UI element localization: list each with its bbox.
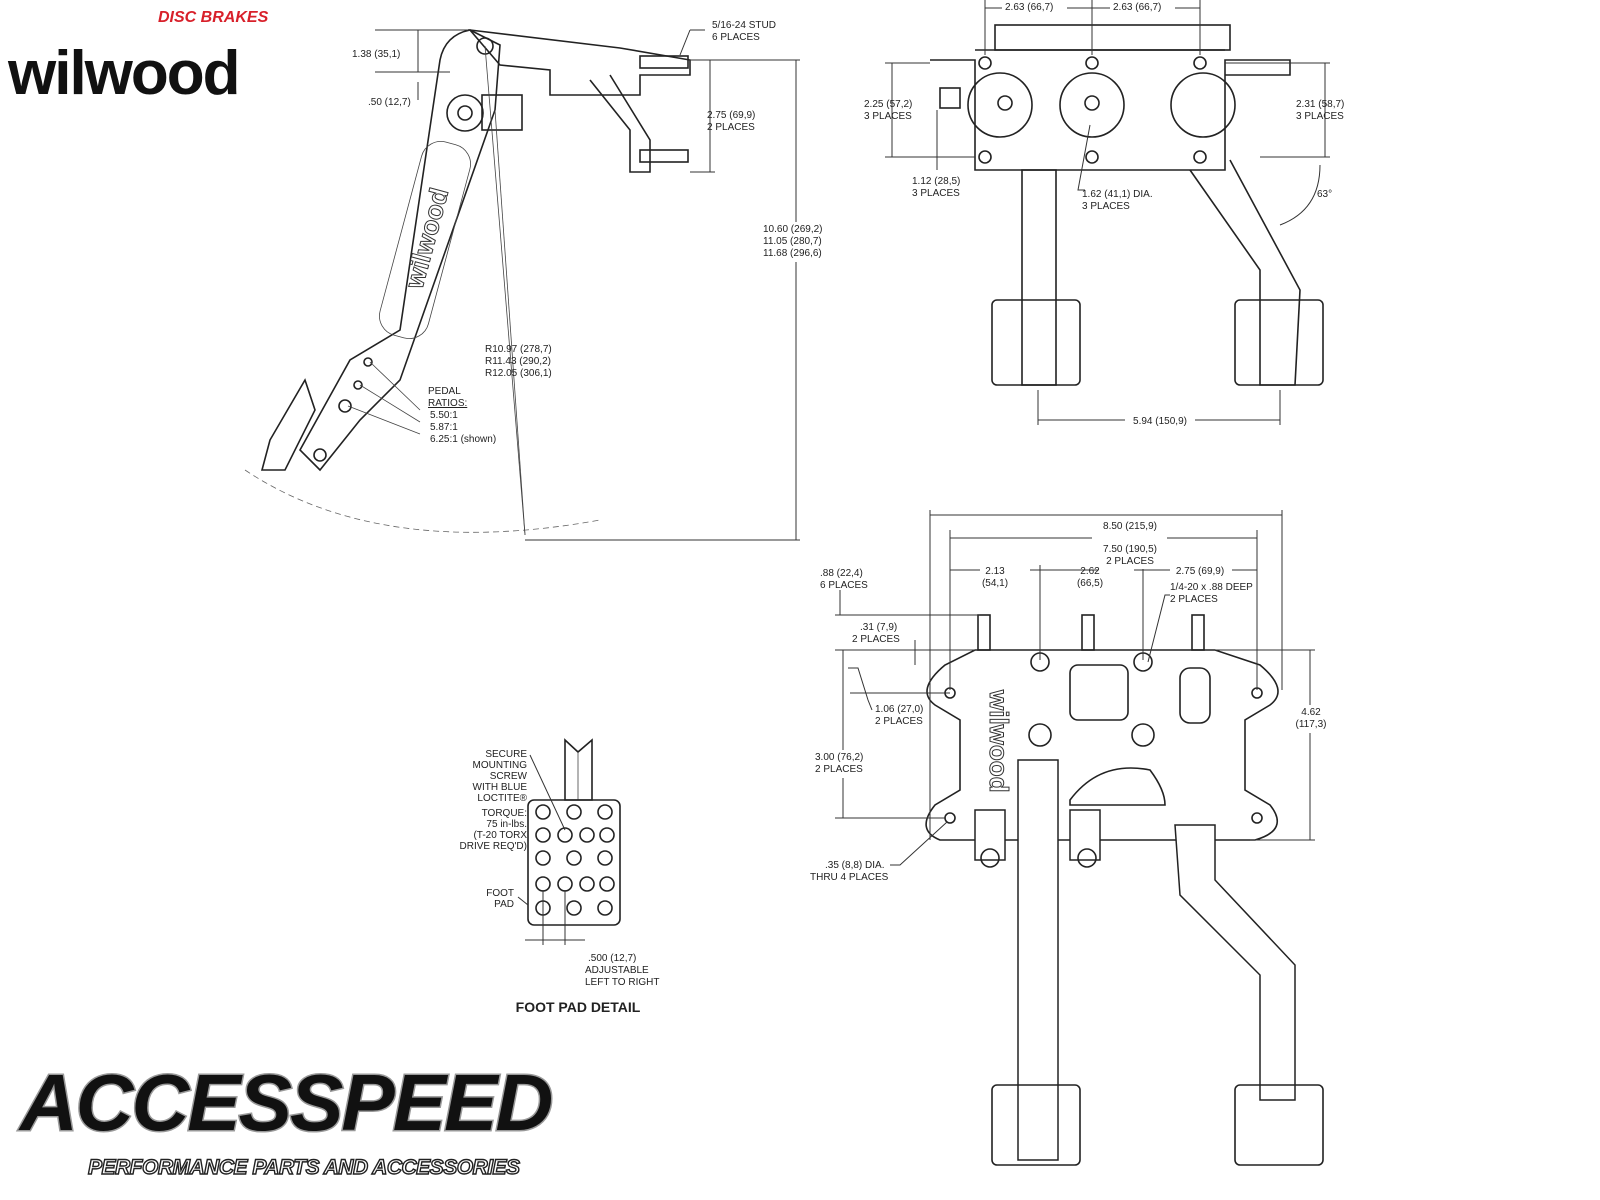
front-spacing-right: 2.63 (66,7): [1113, 2, 1161, 13]
stud-places: 6 PLACES: [712, 32, 760, 43]
side-view: wilwood 5/16-24 STUD 6 PLACES 1.38 (35,1…: [244, 20, 830, 541]
hole-width: 7.50 (190,5): [1103, 544, 1157, 555]
ratio-1: 5.50:1: [430, 410, 458, 421]
plate-wordmark: wilwood: [984, 689, 1014, 793]
screw-note-3: SCREW: [490, 771, 528, 782]
front-spacing-left: 2.63 (66,7): [1005, 2, 1053, 13]
wilwood-logo: DISC BRAKES wilwood: [7, 9, 269, 108]
dim-2-75: 2.75 (69,9): [707, 110, 755, 121]
height-3: 11.68 (296,6): [763, 248, 822, 259]
radius-1: R10.97 (278,7): [485, 344, 552, 355]
dim-1-06: 1.06 (27,0): [875, 704, 923, 715]
front-left-height-places: 3 PLACES: [864, 111, 912, 122]
front-right-height-places: 3 PLACES: [1296, 111, 1344, 122]
dim-0-31-places: 2 PLACES: [852, 634, 900, 645]
dim-2-13: 2.13: [985, 566, 1005, 577]
height-2: 11.05 (280,7): [763, 236, 822, 247]
screw-note-5: LOCTITE®: [477, 793, 527, 804]
front-bore: 1.62 (41,1) DIA.: [1082, 189, 1153, 200]
dim-3-00-places: 2 PLACES: [815, 764, 863, 775]
foot-pad-label-2: PAD: [494, 899, 514, 910]
radius-3: R12.05 (306,1): [485, 368, 552, 379]
dim-0-31: .31 (7,9): [860, 622, 897, 633]
torque-note-1: TORQUE:: [482, 808, 527, 819]
dealer-wordmark: ACCESSPEED: [18, 1058, 551, 1147]
stud-label: 5/16-24 STUD: [712, 20, 776, 31]
torque-note-2: 75 in-lbs.: [486, 819, 527, 830]
pedal-ratios-title: PEDAL: [428, 386, 461, 397]
logo-tagline: DISC BRAKES: [158, 9, 269, 26]
hole-width-places: 2 PLACES: [1106, 556, 1154, 567]
thread-note: 1/4-20 x .88 DEEP: [1170, 582, 1253, 593]
height-1: 10.60 (269,2): [763, 224, 823, 235]
dim-2-75-places: 2 PLACES: [707, 122, 755, 133]
radius-2: R11.43 (290,2): [485, 356, 551, 367]
arm-wordmark: wilwood: [399, 185, 455, 293]
dim-1-06-places: 2 PLACES: [875, 716, 923, 727]
pedal-ratios-title-2: RATIOS:: [428, 398, 467, 409]
dim-2-62: 2.62: [1080, 566, 1100, 577]
dim-2-13-mm: (54,1): [982, 578, 1008, 589]
dim-0-50: .50 (12,7): [368, 97, 411, 108]
logo-wordmark: wilwood: [7, 39, 239, 108]
depth: 4.62: [1301, 707, 1321, 718]
stud-length: .88 (22,4): [820, 568, 863, 579]
dealer-tagline: PERFORMANCE PARTS AND ACCESSORIES: [88, 1156, 520, 1179]
front-view: 2.63 (66,7) 2.63 (66,7) 2.25 (57,2) 3 PL…: [864, 0, 1344, 427]
foot-pad-label-1: FOOT: [486, 888, 514, 899]
front-offset-places: 3 PLACES: [912, 188, 960, 199]
dim-3-00: 3.00 (76,2): [815, 752, 863, 763]
front-angle: 63°: [1317, 189, 1332, 200]
front-bore-places: 3 PLACES: [1082, 201, 1130, 212]
front-right-height: 2.31 (58,7): [1296, 99, 1344, 110]
adjust-dim: .500 (12,7): [588, 953, 636, 964]
mount-holes-places: THRU 4 PLACES: [810, 872, 889, 883]
ratio-3: 6.25:1 (shown): [430, 434, 496, 445]
overall-width: 8.50 (215,9): [1103, 521, 1157, 532]
foot-pad-detail-title: FOOT PAD DETAIL: [516, 999, 641, 1015]
top-view: wilwood 8.50 (215,9) 7.50 (190,5) 2 PLAC…: [810, 510, 1330, 1166]
adjust-note-2: LEFT TO RIGHT: [585, 977, 659, 988]
accesspeed-logo: ACCESSPEED PERFORMANCE PARTS AND ACCESSO…: [17, 1057, 555, 1180]
screw-note-1: SECURE: [485, 749, 527, 760]
screw-note-4: WITH BLUE: [473, 782, 528, 793]
dim-2-62-mm: (66,5): [1077, 578, 1103, 589]
thread-places: 2 PLACES: [1170, 594, 1218, 605]
adjust-note-1: ADJUSTABLE: [585, 965, 649, 976]
front-pad-spacing: 5.94 (150,9): [1133, 416, 1187, 427]
torque-note-4: DRIVE REQ'D): [460, 841, 527, 852]
dim-1-38: 1.38 (35,1): [352, 49, 400, 60]
stud-length-places: 6 PLACES: [820, 580, 868, 591]
dim-2-75-top: 2.75 (69,9): [1176, 566, 1224, 577]
front-left-height: 2.25 (57,2): [864, 99, 912, 110]
front-offset: 1.12 (28,5): [912, 176, 960, 187]
screw-note-2: MOUNTING: [473, 760, 528, 771]
ratio-2: 5.87:1: [430, 422, 458, 433]
mount-holes: .35 (8,8) DIA.: [825, 860, 884, 871]
foot-pad-detail: SECURE MOUNTING SCREW WITH BLUE LOCTITE®…: [460, 738, 659, 1015]
torque-note-3: (T-20 TORX: [473, 830, 527, 841]
depth-mm: (117,3): [1296, 719, 1327, 730]
